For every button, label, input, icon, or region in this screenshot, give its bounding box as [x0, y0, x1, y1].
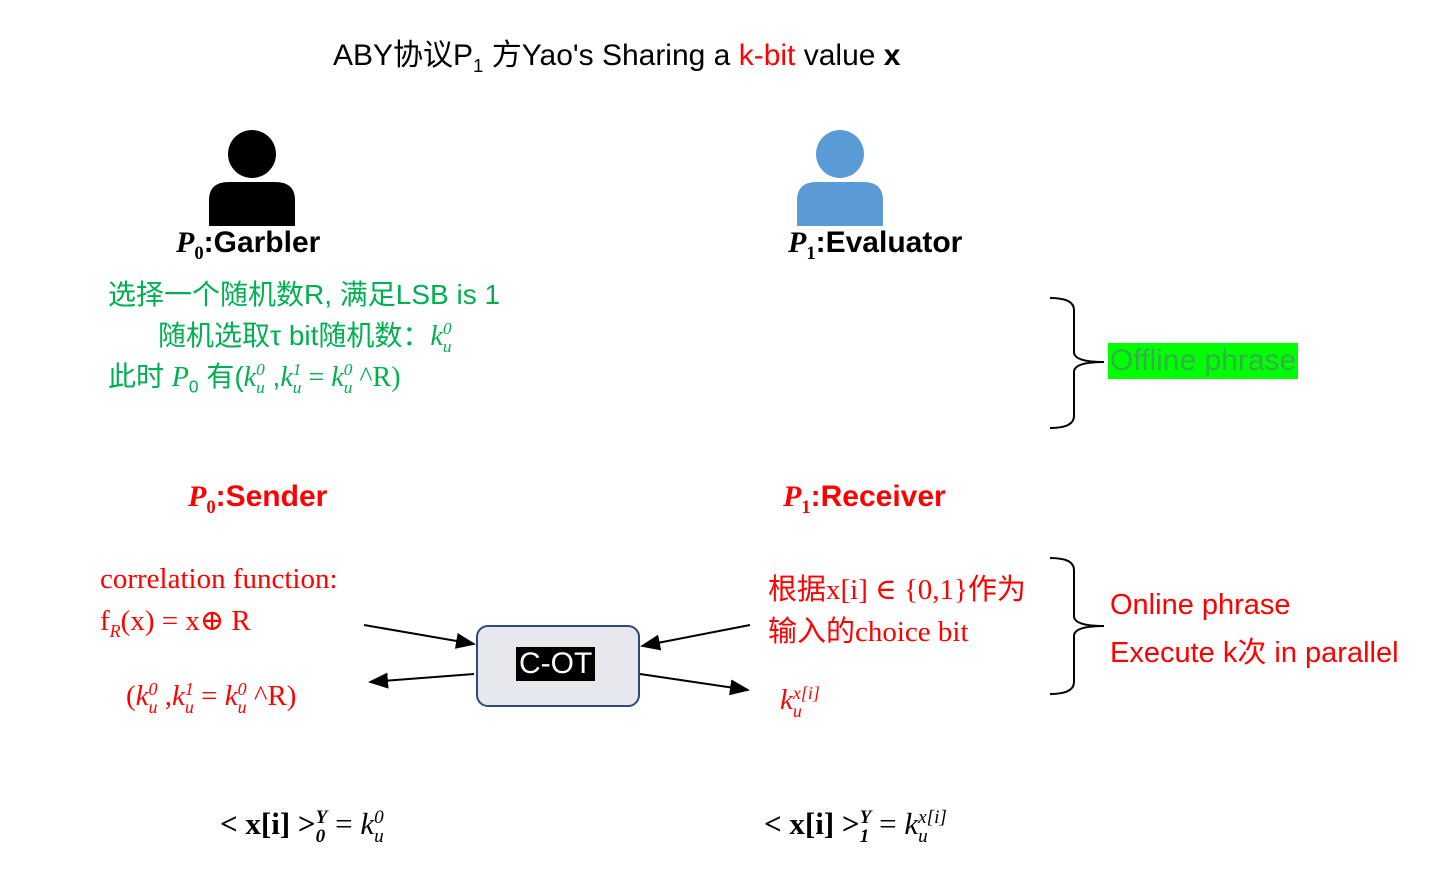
correlation-function-formula: fR(x) = x⊕ R [100, 605, 251, 641]
receiver-choice-line-2: 输入的choice bit [768, 616, 969, 648]
p0-sender-label: P0:Sender [188, 480, 328, 518]
receiver-choice-line-1: 根据x[i] ∈ {0,1}作为 [768, 574, 1026, 606]
offline-step-1: 选择一个随机数R, 满足LSB is 1 [108, 279, 501, 310]
online-brace [1049, 557, 1105, 695]
person-icon [797, 130, 883, 226]
online-phase-label-2: Execute k次 in parallel [1110, 637, 1399, 669]
offline-brace [1049, 297, 1105, 429]
offline-phase-label: Offline phrase [1108, 343, 1299, 379]
online-phase-label-1: Online phrase [1110, 589, 1291, 621]
diagram-title: ABY协议P1 方Yao's Sharing a k-bit value x [333, 39, 901, 76]
p1-receiver-label: P1:Receiver [783, 480, 946, 518]
person-icon [209, 130, 295, 226]
p0-garbler-label: P0:Garbler [176, 226, 321, 264]
cot-label: C-OT [516, 647, 596, 681]
p1-evaluator-label: P1:Evaluator [788, 226, 963, 264]
correlation-function-label: correlation function: [100, 563, 338, 595]
